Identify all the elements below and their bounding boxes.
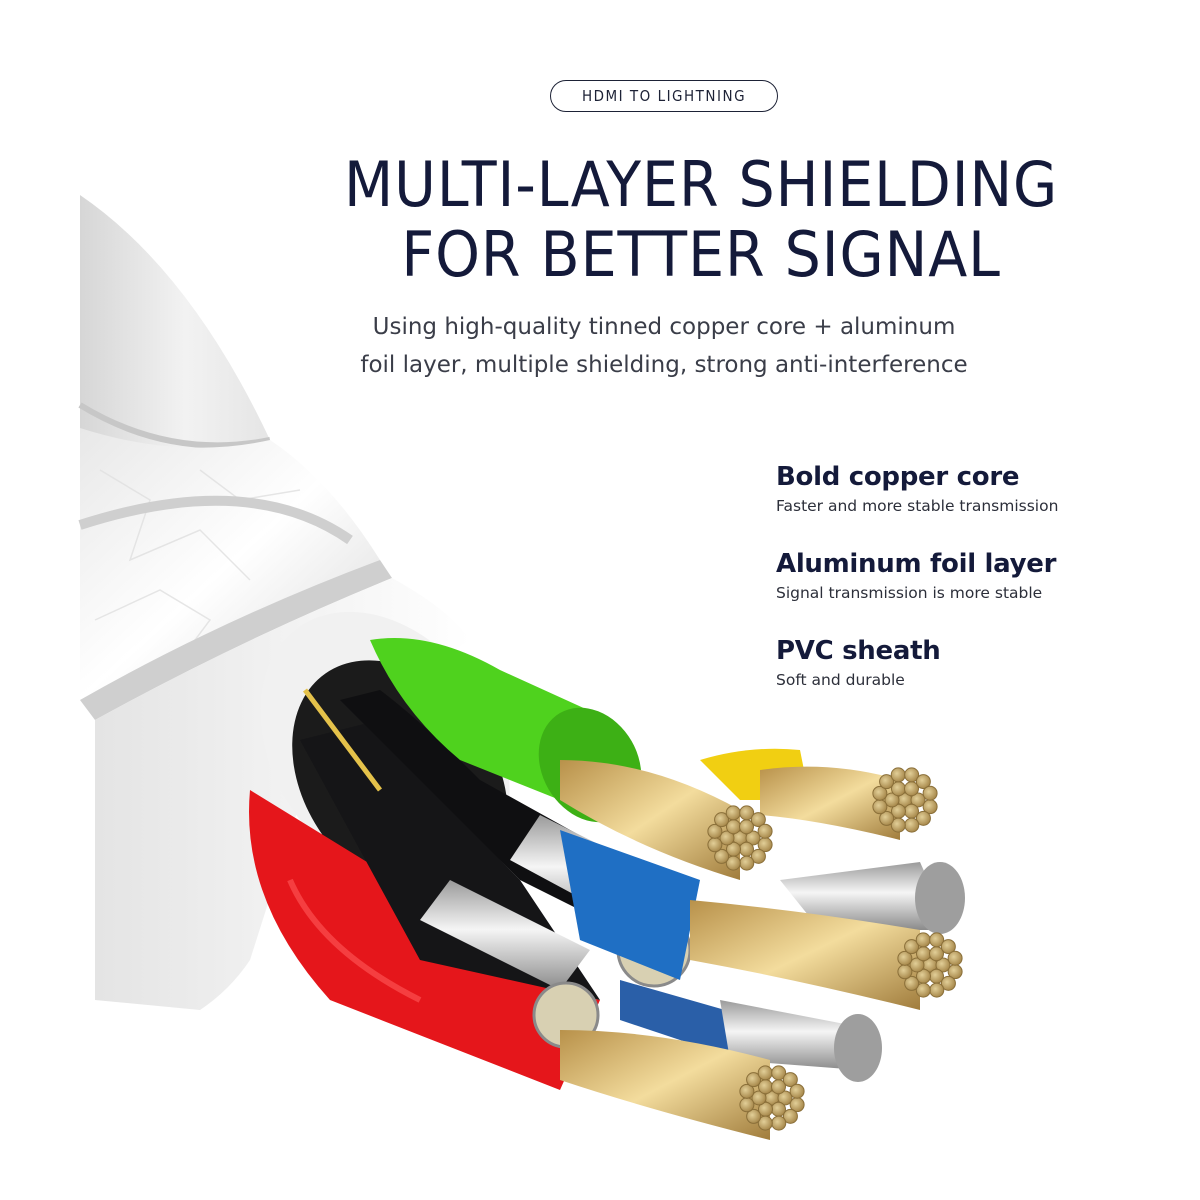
copper-strand xyxy=(940,939,956,955)
copper-strand xyxy=(915,810,931,826)
copper-strand xyxy=(739,1097,755,1113)
aluminum-foil-layer xyxy=(80,428,380,700)
feature-description: Signal transmission is more stable xyxy=(776,584,1043,602)
copper-strand xyxy=(719,830,735,846)
subtitle-line-2: foil layer, multiple shielding, strong a… xyxy=(360,352,968,378)
copper-strand xyxy=(904,939,920,955)
copper-strand xyxy=(879,774,895,790)
feature-title: Aluminum foil layer xyxy=(776,549,1057,579)
copper-strand xyxy=(879,810,895,826)
copper-strand xyxy=(929,982,945,998)
feature-description: Faster and more stable transmission xyxy=(776,497,1059,515)
feature-item: Bold copper core Faster and more stable … xyxy=(776,460,1176,547)
copper-strand xyxy=(739,855,755,871)
copper-strand xyxy=(904,767,920,783)
copper-strand xyxy=(714,848,730,864)
copper-strand xyxy=(739,1083,755,1099)
feature-item: Aluminum foil layer Signal transmission … xyxy=(776,547,1176,634)
pvc-sheath xyxy=(80,195,290,495)
copper-strand xyxy=(915,774,931,790)
copper-strand xyxy=(757,1065,773,1081)
subtitle-line-1: Using high-quality tinned copper core + … xyxy=(372,314,956,340)
copper-strand xyxy=(909,957,925,973)
copper-strand xyxy=(714,812,730,828)
feature-title: Bold copper core xyxy=(776,462,1020,492)
copper-strand xyxy=(771,1115,787,1131)
copper-strand xyxy=(707,837,723,853)
copper-strand xyxy=(947,950,963,966)
badge-label: HDMI TO LIGHTNING xyxy=(581,87,747,105)
copper-strand xyxy=(904,817,920,833)
copper-strand xyxy=(739,805,755,821)
copper-strand xyxy=(757,1115,773,1131)
copper-strand xyxy=(745,830,761,846)
copper-strand xyxy=(707,823,723,839)
copper-strand xyxy=(757,823,773,839)
copper-strand xyxy=(750,812,766,828)
copper-core-ends xyxy=(707,767,963,1131)
copper-strand xyxy=(897,964,913,980)
product-type-badge: HDMI TO LIGHTNING xyxy=(550,80,778,112)
feature-item: PVC sheath Soft and durable xyxy=(776,634,1176,721)
page-subtitle: Using high-quality tinned copper core + … xyxy=(300,308,1028,384)
copper-strand xyxy=(910,792,926,808)
copper-strand xyxy=(884,792,900,808)
copper-strand xyxy=(922,785,938,801)
wire-blue xyxy=(560,830,700,980)
copper-strand xyxy=(750,848,766,864)
copper-strand xyxy=(725,855,741,871)
headline-line-1: MULTI-LAYER SHIELDING xyxy=(344,148,1059,221)
copper-strand xyxy=(872,799,888,815)
copper-strand xyxy=(725,805,741,821)
copper-strand xyxy=(751,1090,767,1106)
shield-ring xyxy=(80,560,392,720)
copper-strand xyxy=(782,1108,798,1124)
copper-strand xyxy=(789,1083,805,1099)
copper-strand xyxy=(915,932,931,948)
feature-title: PVC sheath xyxy=(776,636,941,666)
copper-strand xyxy=(935,957,951,973)
copper-strand xyxy=(890,767,906,783)
feature-list: Bold copper core Faster and more stable … xyxy=(776,460,1176,721)
copper-strand xyxy=(940,975,956,991)
copper-strand xyxy=(904,975,920,991)
copper-strand xyxy=(782,1072,798,1088)
copper-strand xyxy=(777,1090,793,1106)
copper-strand xyxy=(746,1072,762,1088)
copper-strand xyxy=(872,785,888,801)
copper-strand xyxy=(771,1065,787,1081)
feature-description: Soft and durable xyxy=(776,671,905,689)
copper-strand xyxy=(915,982,931,998)
copper-strand xyxy=(890,817,906,833)
page-headline: MULTI-LAYER SHIELDING FOR BETTER SIGNAL xyxy=(241,150,1161,290)
copper-strand xyxy=(746,1108,762,1124)
copper-strand xyxy=(897,950,913,966)
headline-line-2: FOR BETTER SIGNAL xyxy=(401,218,1001,291)
copper-strand xyxy=(929,932,945,948)
